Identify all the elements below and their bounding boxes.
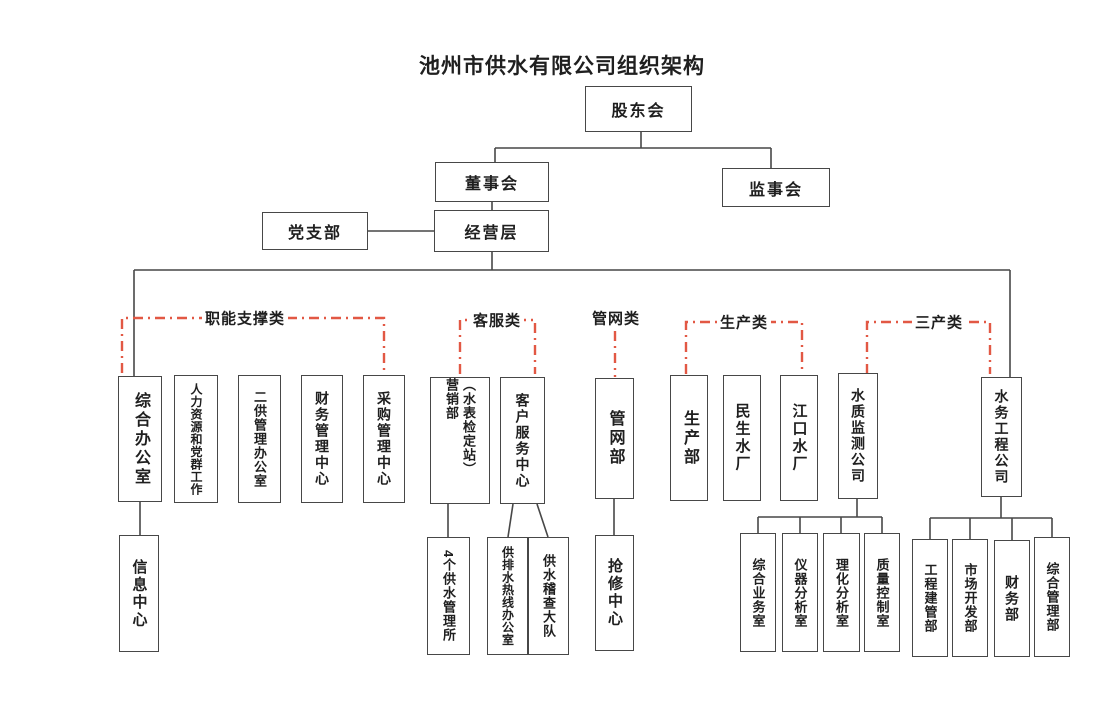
org-box-hotline-office: 供排水热线办公室 bbox=[487, 537, 528, 655]
org-box-instrument-analysis: 仪器分析室 bbox=[782, 533, 818, 652]
org-box-procurement-center: 采购管理中心 bbox=[363, 375, 405, 503]
org-box-physchem-analysis: 理化分析室 bbox=[823, 533, 860, 652]
org-box-repair-center: 抢修中心 bbox=[595, 535, 634, 651]
org-box-market-dev: 市场开发部 bbox=[952, 539, 988, 657]
org-box-general-office: 综合办公室 bbox=[118, 376, 162, 502]
org-box-jiangkou-plant: 江口水厂 bbox=[780, 375, 818, 501]
org-box-minsheng-plant: 民生水厂 bbox=[723, 375, 761, 501]
org-box-general-business: 综合业务室 bbox=[740, 533, 776, 652]
org-box-supervisory: 监事会 bbox=[722, 168, 830, 207]
org-box-shareholders: 股东会 bbox=[585, 86, 692, 132]
org-box-board: 董事会 bbox=[435, 162, 549, 202]
page-title: 池州市供水有限公司组织架构 bbox=[419, 55, 705, 78]
marketing-dept-note: （水表检定站） bbox=[461, 378, 476, 476]
org-box-hr-party: 人力资源和党群工作 bbox=[174, 375, 218, 503]
category-label-functional-support: 职能支撑类 bbox=[201, 307, 289, 329]
org-box-finance-center: 财务管理中心 bbox=[301, 375, 343, 503]
category-label-customer-service: 客服类 bbox=[469, 309, 525, 331]
org-box-production-dept: 生产部 bbox=[670, 375, 708, 501]
org-box-info-center: 信息中心 bbox=[119, 535, 159, 652]
org-box-customer-service-center: 客户服务中心 bbox=[500, 377, 545, 504]
org-box-label: 党支部 bbox=[287, 225, 342, 242]
org-box-inspection-brigade: 供水稽查大队 bbox=[528, 537, 569, 655]
org-box-management: 经营层 bbox=[434, 210, 549, 252]
solid-connectors bbox=[133, 132, 1053, 540]
category-label-tertiary: 三产类 bbox=[911, 311, 967, 333]
org-box-label: 董事会 bbox=[464, 176, 519, 193]
marketing-dept-name: 营销部 bbox=[444, 378, 459, 420]
category-label-pipe-network: 管网类 bbox=[588, 307, 644, 329]
org-box-finance-dept: 财务部 bbox=[994, 540, 1030, 657]
org-box-water-quality-company: 水质监测公司 bbox=[838, 373, 878, 499]
org-box-party-branch: 党支部 bbox=[262, 212, 368, 250]
org-box-label: 经营层 bbox=[464, 225, 519, 242]
org-box-secondary-supply-office: 二供管理办公室 bbox=[238, 375, 281, 503]
org-box-water-engineering-company: 水务工程公司 bbox=[981, 377, 1022, 497]
org-box-construction-mgmt: 工程建管部 bbox=[912, 539, 948, 657]
org-box-general-mgmt: 综合管理部 bbox=[1034, 537, 1070, 657]
org-box-quality-control: 质量控制室 bbox=[864, 533, 900, 652]
org-box-supply-management-offices: 4个供水管理所 bbox=[427, 537, 470, 655]
org-box-marketing-dept: 营销部 （水表检定站） bbox=[430, 377, 490, 504]
org-box-label: 股东会 bbox=[611, 103, 666, 120]
category-label-production: 生产类 bbox=[716, 311, 772, 333]
org-box-label: 监事会 bbox=[748, 181, 803, 199]
org-box-pipe-network-dept: 管网部 bbox=[595, 378, 634, 499]
